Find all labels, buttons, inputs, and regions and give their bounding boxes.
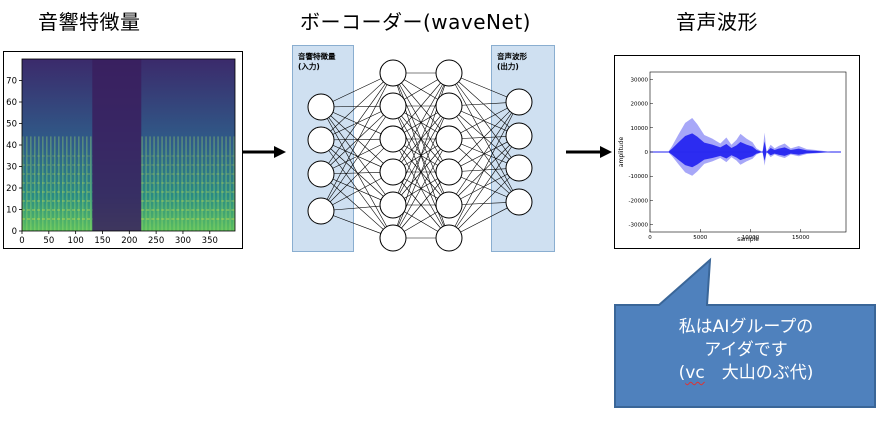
network-node <box>435 59 463 87</box>
network-connection <box>320 105 394 175</box>
network-connection <box>320 139 394 239</box>
network-connection <box>392 72 450 173</box>
spectrogram-x-tick-label: 100 <box>68 236 84 246</box>
callout-line-3: (vc 大山のぶ代) <box>678 363 814 383</box>
network-connection <box>320 171 394 212</box>
network-node <box>505 154 533 182</box>
waveform-panel: 30000 20000 10000 0 -10000 -20000 -30000 0 5000… <box>614 55 860 249</box>
network-connection <box>448 72 520 137</box>
waveform-y-tick-label: -30000 <box>629 223 649 229</box>
network-node <box>379 158 407 186</box>
network-node <box>379 125 407 153</box>
network-node <box>505 122 533 150</box>
network-node <box>435 224 463 252</box>
spectrogram-x-tick-label: 300 <box>175 236 191 246</box>
network-node <box>435 191 463 219</box>
spectrogram-x-tick-label: 50 <box>43 236 54 246</box>
network-connection <box>392 138 450 239</box>
vocoder-heading: ボーコーダー(waveNet) <box>300 10 531 34</box>
spectrogram-x-ticks: 0 50 100 150 200 250 300 350 <box>19 231 218 246</box>
spectrogram-y-tick-label: 30 <box>6 163 17 173</box>
network-node <box>307 160 335 188</box>
network-connection <box>320 72 394 175</box>
waveform-x-tick-label: 15000 <box>792 235 810 241</box>
network-nodes <box>307 59 533 252</box>
network-connections <box>320 72 520 239</box>
spectrogram-y-tick-label: 70 <box>6 77 17 87</box>
spectrogram-stripes <box>22 59 235 231</box>
callout-text: 私はAIグループの アイダです (vc 大山のぶ代) <box>617 316 875 385</box>
input-layer-label: 音響特徴量 (入力) <box>298 52 336 71</box>
network-connection <box>448 101 520 206</box>
network-connection <box>448 135 520 239</box>
features-heading: 音響特徴量 <box>38 10 141 34</box>
network-node <box>435 92 463 120</box>
callout-line-2: アイダです <box>704 340 788 360</box>
waveform-y-tick-label: 30000 <box>631 77 649 83</box>
spectrogram-panel: 0 10 20 30 40 50 60 70 0 50 100 150 200 250 300 350 <box>3 51 243 249</box>
waveform-y-tick-label: 20000 <box>631 102 649 108</box>
network-connection <box>320 173 394 239</box>
network-node <box>435 158 463 186</box>
network-node <box>505 88 533 116</box>
network-connection <box>448 101 520 173</box>
network-connection <box>392 171 450 239</box>
spectrogram-x-tick-label: 0 <box>19 236 24 246</box>
waveform-y-ticks: 30000 20000 10000 0 -10000 -20000 -30000 <box>629 77 653 229</box>
network-connection <box>320 72 394 212</box>
spectrogram-y-tick-label: 60 <box>6 98 17 108</box>
network-connection <box>392 105 450 239</box>
waveform-y-tick-label: -10000 <box>629 174 649 180</box>
waveform-x-tick-label: 10000 <box>742 235 760 241</box>
spectrogram-y-tick-label: 40 <box>6 141 17 151</box>
network-node <box>307 197 335 225</box>
network-connection <box>448 167 520 239</box>
network-node <box>307 126 335 154</box>
waveform-x-ticks: 0 5000 10000 15000 <box>648 229 810 241</box>
network-connection <box>392 72 450 140</box>
network-node <box>379 59 407 87</box>
callout-line-1: 私はAIグループの <box>678 317 814 337</box>
network-node <box>379 92 407 120</box>
spectrogram-y-tick-label: 10 <box>6 206 17 216</box>
waveform-y-tick-label: 0 <box>645 150 649 156</box>
arrow-right-icon <box>566 146 612 158</box>
network-connection <box>320 138 394 212</box>
callout-vc: vc <box>685 363 705 383</box>
network-connection <box>448 101 520 239</box>
spectrogram-x-tick-label: 250 <box>148 236 164 246</box>
spectrogram-x-tick-label: 150 <box>94 236 110 246</box>
spectrogram-x-tick-label: 350 <box>202 236 218 246</box>
speech-callout <box>614 257 876 408</box>
network-node <box>379 191 407 219</box>
network-node <box>379 224 407 252</box>
spectrogram-y-tick-label: 0 <box>12 227 17 237</box>
spectrogram-x-tick-label: 200 <box>121 236 137 246</box>
spectrogram-y-tick-label: 50 <box>6 120 17 130</box>
waveform-signal <box>650 118 841 176</box>
network-node <box>435 125 463 153</box>
network-connection <box>320 72 394 141</box>
waveform-x-tick-label: 0 <box>648 235 652 241</box>
arrow-right-icon <box>243 146 286 158</box>
spectrogram-y-tick-label: 20 <box>6 184 17 194</box>
waveform-x-tick-label: 5000 <box>693 235 707 241</box>
network-connection <box>392 72 450 206</box>
spectrogram-y-ticks: 0 10 20 30 40 50 60 70 <box>6 77 22 237</box>
network-node <box>307 93 335 121</box>
network-node <box>505 188 533 216</box>
neural-network <box>307 59 533 252</box>
waveform-heading: 音声波形 <box>676 10 758 34</box>
waveform-xlabel: sample <box>737 236 759 243</box>
waveform-y-tick-label: -20000 <box>629 198 649 204</box>
network-connection <box>320 139 394 206</box>
network-connection <box>320 105 394 212</box>
waveform-ylabel: amplitude <box>618 137 625 168</box>
waveform-y-tick-label: 10000 <box>631 126 649 132</box>
output-layer-label: 音声波形 (出力) <box>497 52 527 71</box>
